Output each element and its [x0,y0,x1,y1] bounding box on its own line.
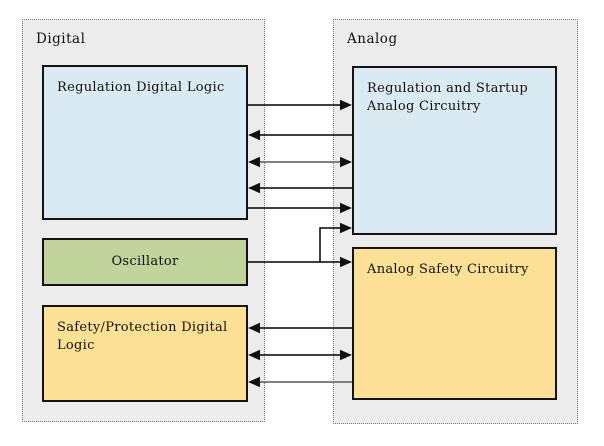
block-regulation-startup-analog-circuitry: Regulation and Startup Analog Circuitry [352,66,557,235]
analog-group-label: Analog [347,31,398,47]
digital-group-label: Digital [36,31,86,47]
block-regulation-startup-analog-circuitry-label: Regulation and Startup Analog Circuitry [367,81,528,115]
block-regulation-digital-logic-label: Regulation Digital Logic [57,80,225,95]
block-analog-safety-circuitry: Analog Safety Circuitry [352,247,557,400]
block-oscillator-label: Oscillator [111,253,179,269]
block-analog-safety-circuitry-label: Analog Safety Circuitry [367,262,529,277]
block-regulation-digital-logic: Regulation Digital Logic [42,65,248,220]
block-oscillator: Oscillator [42,238,248,286]
block-safety-protection-digital-logic-label: Safety/Protection Digital Logic [57,320,228,354]
block-safety-protection-digital-logic: Safety/Protection Digital Logic [42,305,248,402]
